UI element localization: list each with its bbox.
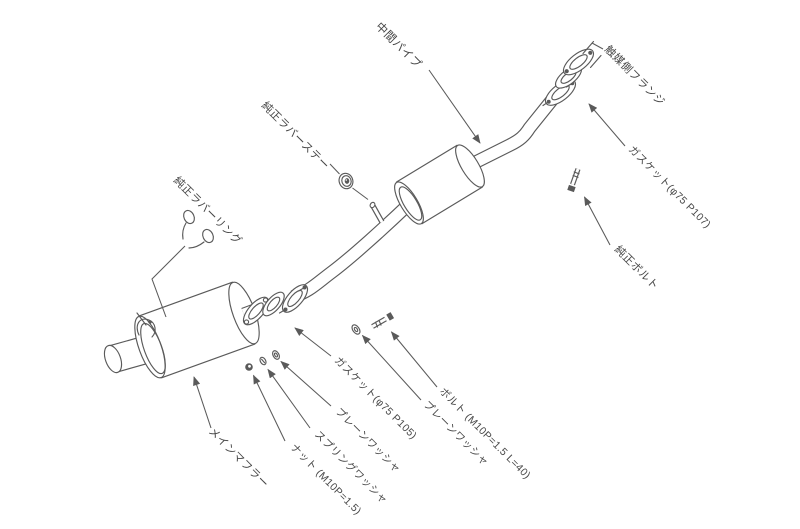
spring-washer-part (259, 356, 267, 366)
pipe-hanger-rod (369, 201, 385, 224)
middle-pipe-upper (466, 95, 558, 172)
leader-plain-washer-rear (361, 334, 422, 401)
label-oem-rubber-ring: 純正ラバーリング (171, 173, 245, 247)
rubber-stay-grommet (338, 172, 354, 190)
leader-bolt (390, 331, 438, 388)
leader-main-muffler (193, 376, 212, 429)
leader-plain-washer-front (280, 360, 332, 407)
leader-gasket-upper (588, 103, 626, 147)
leader-middle-pipe (428, 69, 481, 144)
leader-gasket-lower (294, 327, 332, 357)
leader-grommet-rod (352, 187, 369, 200)
muffler-hanger-bracket (136, 312, 156, 338)
label-oem-rubber-stay: 純正ラバーステー (259, 99, 332, 172)
labels: 中間パイプ 触媒側フランジ ガスケット(φ75 P107) 純正ボルト 純正ラバ… (171, 20, 713, 517)
pipe-flange-lower (278, 284, 309, 314)
label-oem-bolt: 純正ボルト (612, 243, 661, 292)
oem-bolt-part (567, 168, 581, 193)
label-middle-pipe: 中間パイプ (373, 20, 424, 71)
nut-part (245, 363, 253, 371)
bolt-part (371, 312, 395, 329)
label-catalyst-side-flange: 触媒側フランジ (602, 42, 668, 108)
plain-washer-rear-part (351, 324, 361, 335)
rubber-ring-1 (182, 209, 195, 240)
leader-lines (151, 42, 626, 442)
middle-pipe-lower (290, 199, 414, 304)
label-main-muffler: メインマフラー (206, 426, 271, 491)
plain-washer-front-part (272, 350, 280, 360)
leader-rubber-ring (151, 245, 186, 318)
label-gasket-lower: ガスケット(φ75 P105) (332, 355, 419, 442)
leader-nut (253, 374, 286, 442)
leader-oem-bolt (584, 196, 611, 246)
label-nut: ナット (M10P=1.5) (288, 442, 364, 518)
rubber-ring-2 (188, 228, 214, 249)
muffler-flange (242, 296, 270, 326)
main-muffler-body (134, 281, 260, 379)
leader-rubber-stay (329, 163, 340, 175)
resonator (394, 144, 485, 225)
leader-spring-washer (267, 368, 311, 429)
leader-catalyst-flange (591, 42, 604, 50)
catalyst-flange (562, 40, 602, 76)
label-spring-washer: スプリングワッシャ (312, 428, 391, 507)
label-gasket-upper: ガスケット(φ75 P107) (626, 144, 713, 231)
flange-gasket-lower (262, 291, 285, 317)
